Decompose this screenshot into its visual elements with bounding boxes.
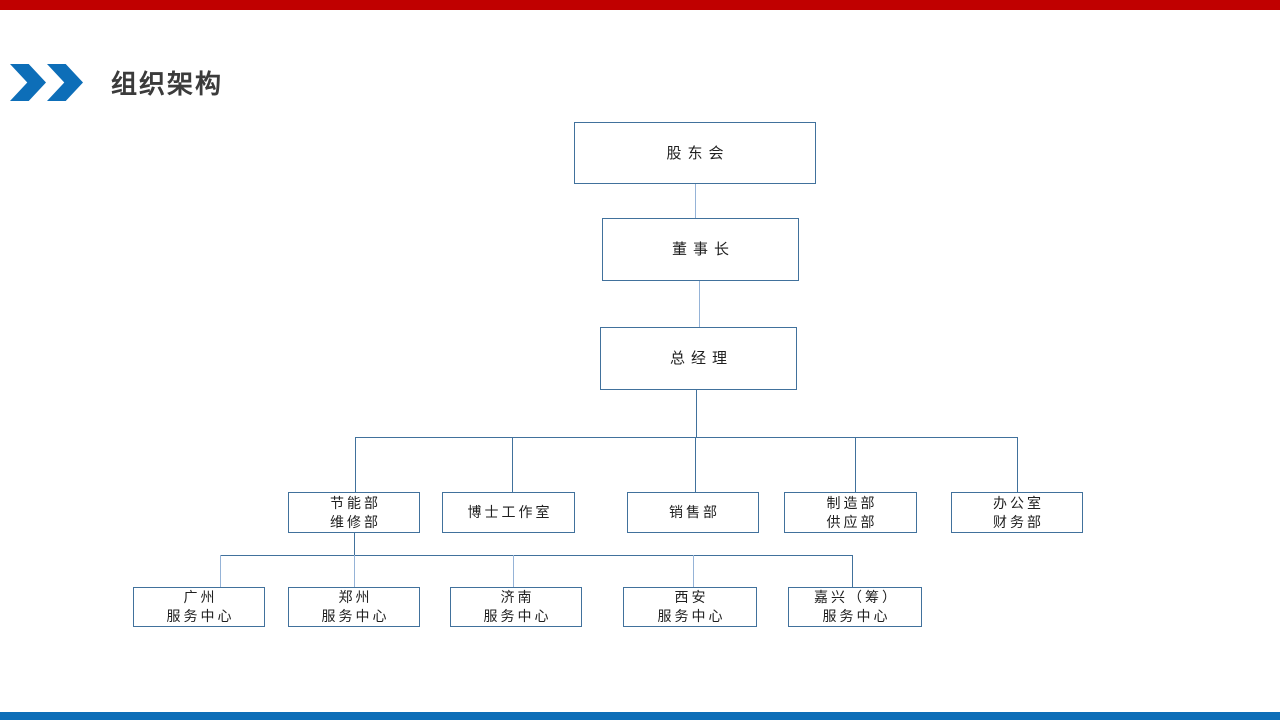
org-node-general-manager: 总经理 — [600, 327, 797, 390]
page-title: 组织架构 — [111, 69, 224, 99]
org-node-label: 服务中心 — [822, 608, 891, 624]
connector-gm-down — [696, 390, 697, 437]
org-node-label: 广州 — [183, 589, 218, 605]
org-node-label: 董事长 — [671, 241, 735, 258]
connector-drop-xian — [693, 555, 694, 587]
connector-drop-jiaxing — [852, 555, 853, 587]
connector-energy-down — [354, 533, 355, 555]
connector-drop-sales — [695, 437, 696, 492]
connector-drop-manufacturing — [855, 437, 856, 492]
org-node-label: 供应部 — [826, 513, 878, 530]
connector-drop-energy — [355, 437, 356, 492]
org-node-label: 服务中心 — [483, 608, 552, 624]
top-accent-bar — [0, 0, 1280, 10]
org-node-label: 维修部 — [330, 513, 381, 530]
org-node-chairman: 董事长 — [602, 218, 799, 281]
org-node-label: 销售部 — [669, 504, 720, 520]
connector-drop-zhengzhou — [354, 555, 355, 587]
connector-drop-doctor — [512, 437, 513, 492]
connector-drop-office — [1017, 437, 1018, 492]
org-node-jinan-service-center: 济南 服务中心 — [450, 587, 582, 627]
org-node-guangzhou-service-center: 广州 服务中心 — [133, 587, 265, 627]
org-node-label: 制造部 — [826, 494, 878, 511]
org-node-label: 办公室 — [993, 494, 1044, 511]
chevron-right-icon — [47, 64, 83, 101]
org-node-label: 博士工作室 — [467, 504, 553, 520]
connector-shareholders-chairman — [695, 184, 696, 218]
connector-dept-rail — [355, 437, 1018, 438]
org-node-label: 郑州 — [338, 589, 373, 605]
org-node-office-finance: 办公室 财务部 — [951, 492, 1083, 533]
org-node-energy-maintenance: 节能部 维修部 — [288, 492, 420, 533]
org-node-sales: 销售部 — [627, 492, 759, 533]
org-node-jiaxing-service-center: 嘉兴（筹） 服务中心 — [788, 587, 922, 627]
org-node-label: 股东会 — [666, 144, 730, 162]
org-node-label: 服务中心 — [166, 608, 235, 624]
org-node-zhengzhou-service-center: 郑州 服务中心 — [288, 587, 420, 627]
connector-drop-guangzhou — [220, 555, 221, 587]
org-node-label: 服务中心 — [321, 608, 390, 624]
org-node-label: 总经理 — [669, 350, 733, 367]
connector-service-rail — [220, 555, 852, 556]
connector-drop-jinan — [513, 555, 514, 587]
org-node-label: 济南 — [500, 589, 535, 605]
org-node-label: 财务部 — [993, 513, 1044, 530]
org-node-doctor-studio: 博士工作室 — [442, 492, 575, 533]
org-node-label: 西安 — [674, 589, 709, 605]
connector-chairman-gm — [699, 281, 700, 327]
chevron-right-icon — [10, 64, 46, 101]
org-node-xian-service-center: 西安 服务中心 — [623, 587, 757, 627]
org-node-label: 嘉兴（筹） — [814, 589, 899, 605]
bottom-accent-bar — [0, 712, 1280, 720]
org-node-label: 节能部 — [330, 494, 381, 511]
org-node-label: 服务中心 — [657, 608, 726, 624]
org-node-shareholders: 股东会 — [574, 122, 816, 184]
org-node-manufacturing-supply: 制造部 供应部 — [784, 492, 917, 533]
